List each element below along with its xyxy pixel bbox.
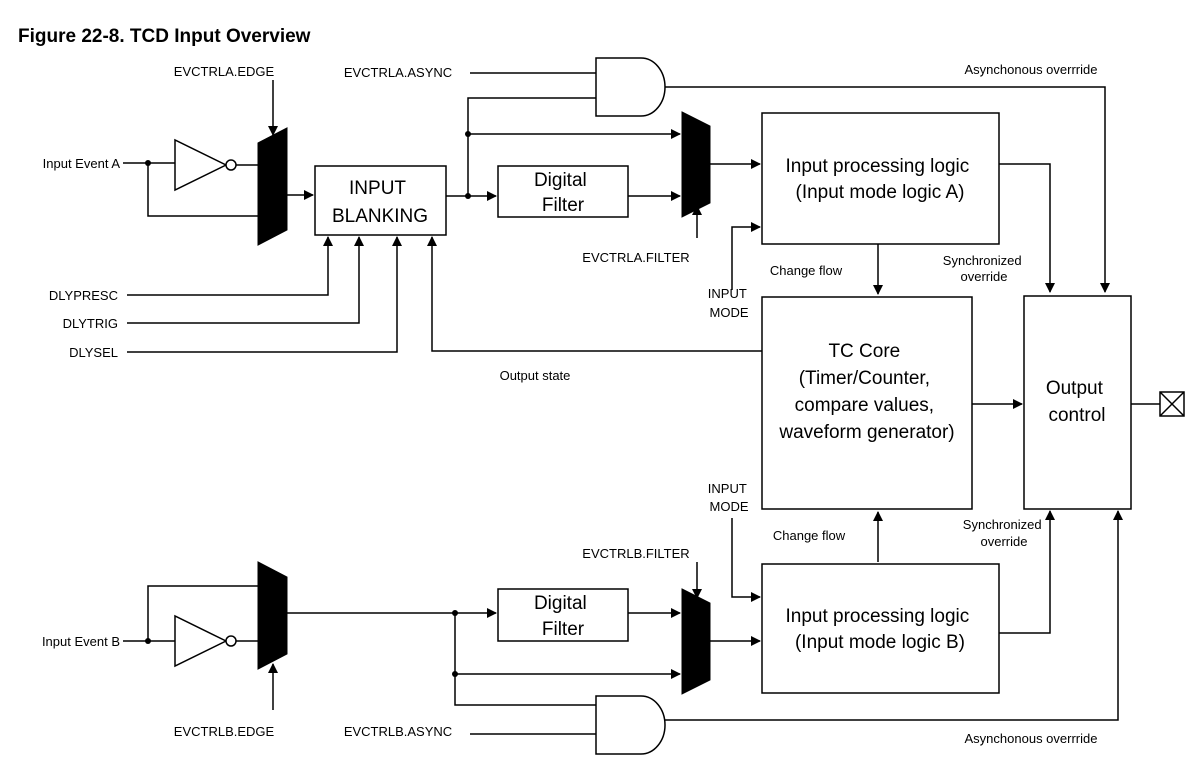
digital-filter-a-label: Digital Filter: [534, 170, 592, 216]
digital-filter-b-block: [497, 588, 629, 642]
input-processing-b-label: Input processing logic (Input mode logic…: [785, 606, 974, 653]
mux-b2-symbol: [681, 588, 711, 695]
tc-core-block: [761, 296, 973, 510]
mux-a2-symbol: [681, 111, 711, 218]
evctrlb-edge-label: EVCTRLB.EDGE: [174, 724, 275, 739]
dlytrig-label: DLYTRIG: [63, 316, 118, 331]
input-event-a-label: Input Event A: [43, 156, 121, 171]
input-blanking-block: [314, 165, 447, 236]
input-processing-a-block: [761, 112, 1000, 245]
input-event-b-label: Input Event B: [42, 634, 120, 649]
tc-core-label: TC Core (Timer/Counter, compare values, …: [778, 341, 954, 443]
evctrla-edge-label: EVCTRLA.EDGE: [174, 64, 275, 79]
input-blanking-label: INPUT BLANKING: [332, 178, 428, 227]
mux-a1-symbol: [257, 127, 288, 246]
output-state-label: Output state: [500, 368, 571, 383]
dlypresc-label: DLYPRESC: [49, 288, 118, 303]
figure-title: Figure 22-8. TCD Input Overview: [18, 26, 311, 47]
evctrlb-async-label: EVCTRLB.ASYNC: [344, 724, 452, 739]
evctrla-filter-label: EVCTRLA.FILTER: [582, 250, 689, 265]
and-gate-b-symbol: [595, 695, 666, 755]
output-control-block: [1023, 295, 1132, 510]
input-mode-top-label: INPUT MODE: [708, 286, 750, 320]
inverter-a-symbol: [174, 138, 228, 192]
digital-filter-a-block: [497, 165, 629, 218]
evctrla-async-label: EVCTRLA.ASYNC: [344, 65, 452, 80]
change-flow-bottom-label: Change flow: [773, 528, 846, 543]
async-override-top-label: Asynchonous overrride: [965, 62, 1098, 77]
output-pin-icon: [1159, 391, 1185, 417]
change-flow-top-label: Change flow: [770, 263, 843, 278]
input-mode-bottom-label: INPUT MODE: [708, 481, 750, 514]
input-processing-b-block: [761, 563, 1000, 694]
output-control-label: Output control: [1046, 378, 1108, 426]
dlysel-label: DLYSEL: [69, 345, 118, 360]
mux-b1-symbol: [257, 561, 288, 670]
digital-filter-b-label: Digital Filter: [534, 593, 592, 640]
and-gate-a-symbol: [595, 57, 666, 117]
sync-override-bottom-label: Synchronized override: [963, 517, 1045, 549]
evctrlb-filter-label: EVCTRLB.FILTER: [582, 546, 689, 561]
sync-override-top-label: Synchronized override: [943, 253, 1025, 284]
inverter-b-symbol: [174, 614, 228, 668]
input-processing-a-label: Input processing logic (Input mode logic…: [785, 156, 974, 203]
async-override-bottom-label: Asynchonous overrride: [965, 731, 1098, 746]
